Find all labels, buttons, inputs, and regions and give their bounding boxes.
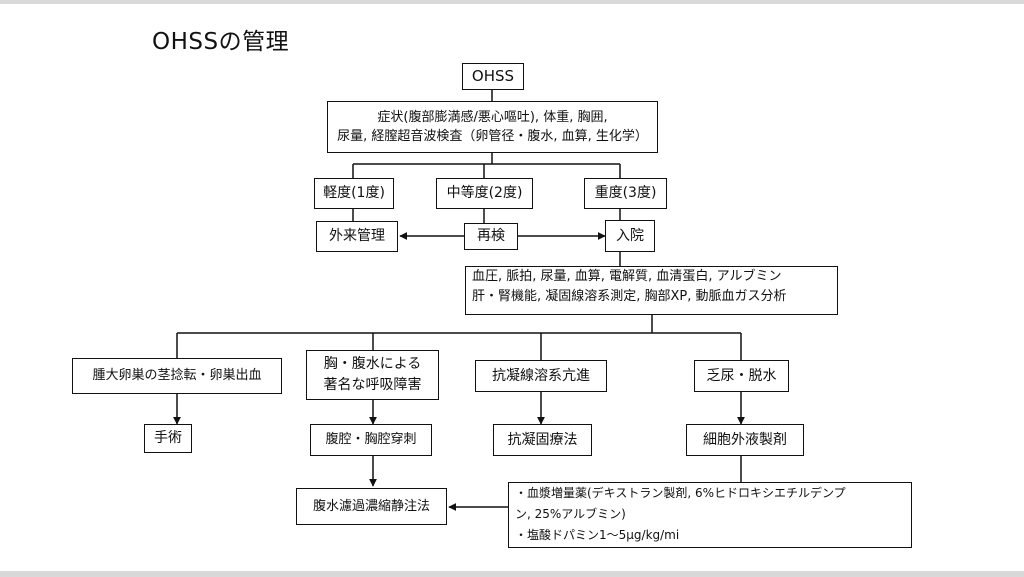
node-initial-assessment-line-1: 症状(腹部膨満感/悪心嘔吐), 体重, 胸囲,	[377, 109, 608, 125]
node-drug-therapy-line-3: ・塩酸ドパミン1～5μg/kg/mi	[515, 528, 680, 542]
node-initial-assessment-line-2: 尿量, 経膣超音波検査（卵管径・腹水, 血算, 生化学）	[337, 129, 648, 144]
node-coagulation: 抗凝線溶系亢進	[475, 360, 607, 392]
node-mild-grade: 軽度(1度)	[314, 178, 394, 209]
node-lab-tests-line-1: 血圧, 脈拍, 尿量, 血算, 電解質, 血清蛋白, アルブミン	[472, 269, 782, 284]
bottom-border	[0, 571, 1024, 577]
node-anticoagulation-label: 抗凝固療法	[507, 431, 578, 448]
node-ohss-label: OHSS	[471, 67, 515, 86]
node-drug-therapy: ・血漿増量薬(デキストラン製剤, 6%ヒドロキシエチルデンプ ン, 25%アルブ…	[508, 482, 912, 548]
node-ascites-reinfusion: 腹水濾過濃縮静注法	[296, 488, 447, 525]
node-recheck: 再検	[464, 223, 518, 250]
node-lab-tests: 血圧, 脈拍, 尿量, 血算, 電解質, 血清蛋白, アルブミン 肝・腎機能, …	[465, 266, 838, 315]
node-ecf-infusion-label: 細胞外液製剤	[703, 431, 787, 448]
node-initial-assessment: 症状(腹部膨満感/悪心嘔吐), 体重, 胸囲, 尿量, 経膣超音波検査（卵管径・…	[327, 101, 658, 153]
node-severe-grade: 重度(3度)	[584, 178, 667, 209]
node-ecf-infusion: 細胞外液製剤	[686, 424, 804, 456]
node-admission-label: 入院	[616, 227, 644, 244]
node-severe-grade-label: 重度(3度)	[594, 185, 657, 201]
node-surgery-label: 手術	[154, 430, 182, 446]
diagram-title: OHSSの管理	[152, 29, 290, 55]
node-oliguria-label: 乏尿・脱水	[706, 367, 777, 384]
node-torsion: 腫大卵巣の茎捻転・卵巣出血	[72, 358, 282, 394]
node-surgery: 手術	[144, 424, 192, 453]
node-anticoagulation: 抗凝固療法	[493, 424, 592, 456]
node-lab-tests-line-2: 肝・腎機能, 凝固線溶系測定, 胸部XP, 動脈血ガス分析	[472, 288, 787, 304]
node-paracentesis: 腹腔・胸腔穿刺	[310, 424, 432, 456]
node-moderate-grade-label: 中等度(2度)	[446, 185, 523, 201]
node-respiratory: 胸・腹水による 著名な呼吸障害	[306, 350, 439, 400]
node-admission: 入院	[605, 220, 655, 252]
node-outpatient: 外来管理	[316, 221, 398, 252]
node-drug-therapy-line-2: ン, 25%アルブミン)	[515, 507, 626, 521]
node-paracentesis-label: 腹腔・胸腔穿刺	[325, 432, 417, 448]
node-coagulation-label: 抗凝線溶系亢進	[492, 367, 590, 384]
node-mild-grade-label: 軽度(1度)	[323, 185, 385, 201]
node-drug-therapy-line-1: ・血漿増量薬(デキストラン製剤, 6%ヒドロキシエチルデンプ	[515, 486, 846, 500]
node-recheck-label: 再検	[477, 228, 505, 244]
node-oliguria: 乏尿・脱水	[694, 360, 789, 392]
node-ascites-reinfusion-label: 腹水濾過濃縮静注法	[312, 498, 430, 514]
node-respiratory-line-1: 胸・腹水による	[323, 356, 422, 372]
top-border	[0, 0, 1024, 4]
node-ohss: OHSS	[462, 63, 524, 90]
node-torsion-label: 腫大卵巣の茎捻転・卵巣出血	[92, 368, 262, 384]
node-respiratory-line-2: 著名な呼吸障害	[323, 377, 422, 393]
node-moderate-grade: 中等度(2度)	[436, 178, 533, 209]
node-outpatient-label: 外来管理	[329, 228, 385, 244]
